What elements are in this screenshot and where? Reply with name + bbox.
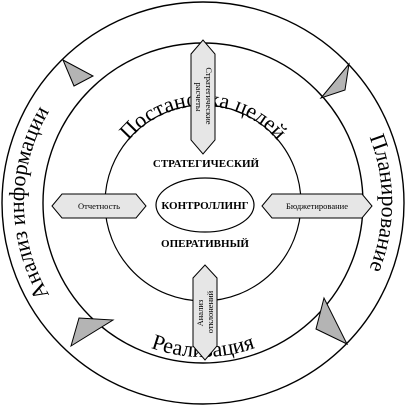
arrow-label-variance-analysis: Анализ отклонений [195, 290, 215, 333]
arrow-label-strategic-calculations: Стратегические расчеты [194, 67, 214, 126]
outer-label-planning: Планирование [365, 130, 402, 276]
arrow-reporting [51, 193, 147, 219]
flow-arrowhead-bottom-left [70, 317, 115, 348]
flow-arrowhead-bottom-right [315, 296, 349, 346]
inner-label-operational: ОПЕРАТИВНЫЙ [161, 238, 249, 250]
flow-arrowhead-top-right [319, 62, 350, 100]
inner-label-strategic: СТРАТЕГИЧЕСКИЙ [153, 158, 260, 170]
arrow-strategic-calculations [190, 39, 216, 155]
center-label-controlling: КОНТРОЛЛИНГ [161, 200, 248, 212]
arrow-label-reporting: Отчетность [78, 201, 120, 211]
center-ellipse [155, 177, 255, 233]
arrow-label-budgeting: Бюджетирование [286, 201, 348, 211]
outer-label-information-analysis: Анализ информации [4, 101, 54, 304]
arrow-variance-analysis [192, 264, 218, 361]
flow-arrowhead-top-left [61, 58, 95, 87]
arrow-budgeting [261, 193, 373, 219]
